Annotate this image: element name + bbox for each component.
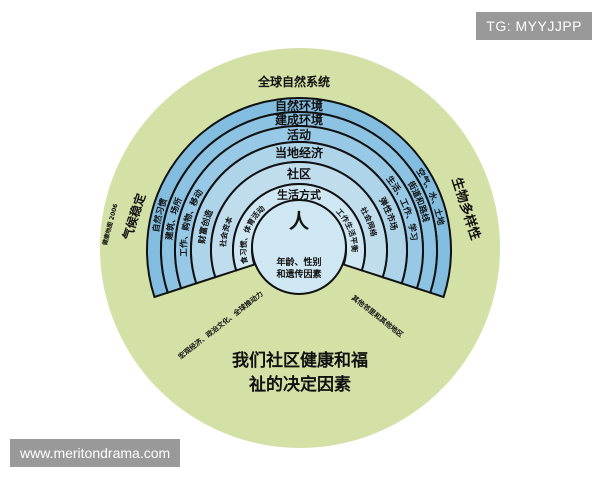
core-line1: 年龄、性别 [276,256,321,268]
caption-line2: 祉的决定因素 [248,374,351,395]
band-5-title: 社区 [286,166,311,181]
bands-group [146,97,452,299]
outer-top-label: 全球自然系统 [257,74,330,89]
core-title: 人 [289,209,310,233]
url-watermark: www.meritondrama.com [10,439,181,467]
caption-line1: 我们社区健康和福 [232,350,368,371]
band-3-title: 活动 [287,127,311,142]
core-circle [251,199,347,295]
band-1-title: 自然环境 [275,98,323,113]
tg-watermark: TG: MYYJJPP [476,12,592,40]
band-4-title: 当地经济 [275,145,324,160]
band-6-title: 生活方式 [277,188,321,202]
core-line2: 和遗传因素 [275,268,321,280]
band-2-title: 建成环境 [274,112,323,127]
